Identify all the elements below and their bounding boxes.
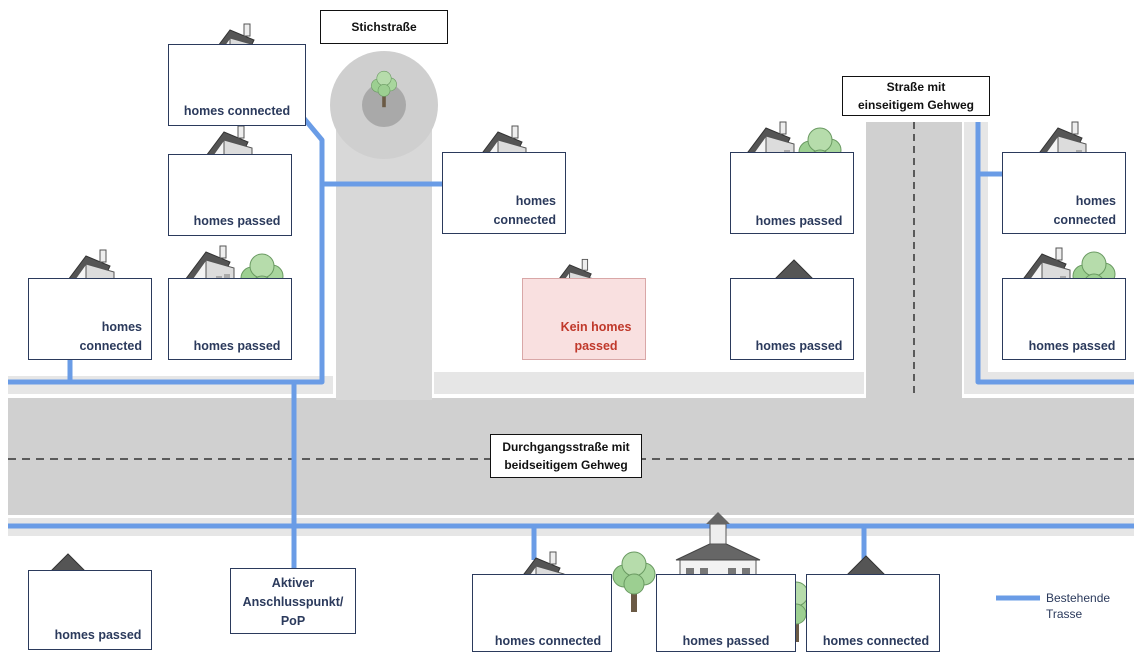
home-label: homes connected [822, 634, 930, 648]
home-label: homes passed [755, 214, 843, 228]
tree-icon [612, 551, 656, 613]
home-label: homes passed [193, 214, 281, 228]
home-label: connected [493, 213, 556, 227]
home-label: connected [79, 339, 142, 353]
home-box [730, 152, 854, 234]
home-label: homes passed [1028, 339, 1116, 353]
home-label: homes [101, 320, 142, 334]
excluded-home-box [522, 278, 646, 360]
home-box [28, 278, 152, 360]
main-road-text-2: beidseitigem Gehweg [504, 458, 628, 472]
main-road-sidewalk-top [8, 376, 333, 394]
side-road-text-1: Straße mit [886, 80, 946, 94]
pop-label-3: PoP [280, 614, 306, 628]
home-box [1002, 152, 1126, 234]
home-box [730, 278, 854, 360]
home-box [168, 44, 306, 126]
side-road-label: Straße mit einseitigem Gehweg [842, 76, 990, 116]
stichstrasse-text: Stichstraße [351, 20, 417, 34]
home-label: homes passed [682, 634, 770, 648]
home-box [1002, 278, 1126, 360]
main-road-sidewalk-top-mid [434, 372, 864, 394]
home-box [442, 152, 566, 234]
home-box [28, 570, 152, 650]
main-road-text-1: Durchgangsstraße mit [502, 440, 630, 454]
home-label: homes connected [183, 104, 291, 118]
pop-label-2: Anschlusspunkt/ [242, 595, 344, 609]
home-label: homes passed [755, 339, 843, 353]
home-box [806, 574, 940, 652]
home-label: Kein homes [560, 320, 632, 334]
home-label: homes passed [54, 628, 142, 642]
home-label: homes [515, 194, 556, 208]
home-label: homes passed [193, 339, 281, 353]
cul-de-sac-road [336, 120, 432, 400]
legend-label-1: Bestehende [1046, 591, 1111, 605]
home-box [168, 154, 292, 236]
side-road-text-2: einseitigem Gehweg [857, 98, 975, 112]
pop-box [230, 568, 356, 634]
home-label: passed [574, 339, 618, 353]
home-label: connected [1053, 213, 1116, 227]
home-label: homes connected [494, 634, 602, 648]
legend-label-2: Trasse [1046, 607, 1083, 621]
main-road-label: Durchgangsstraße mit beidseitigem Gehweg [490, 434, 642, 478]
home-box [656, 574, 796, 652]
home-box [168, 278, 292, 360]
pop-label-1: Aktiver [271, 576, 315, 590]
stichstrasse-label: Stichstraße [320, 10, 448, 44]
home-label: homes [1075, 194, 1116, 208]
home-box [472, 574, 612, 652]
